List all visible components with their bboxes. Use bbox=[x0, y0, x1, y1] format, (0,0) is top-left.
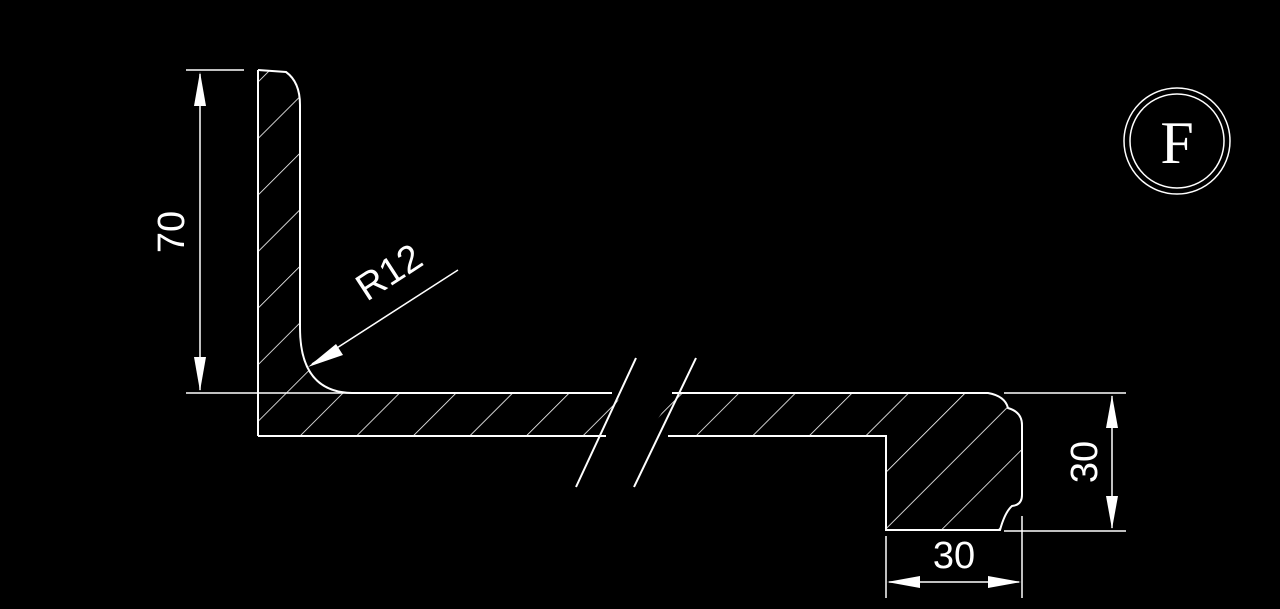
dimension-height-label: 70 bbox=[151, 211, 193, 253]
break-gap bbox=[588, 386, 680, 445]
break-line-left bbox=[575, 357, 637, 488]
dimension-height: 70 bbox=[151, 69, 988, 394]
section-hatch bbox=[258, 70, 1022, 530]
dimension-step-width-label: 30 bbox=[933, 535, 975, 577]
dimension-step-height: 30 bbox=[1004, 392, 1126, 532]
dimension-step-height-label: 30 bbox=[1064, 441, 1106, 483]
dimension-step-width: 30 bbox=[885, 516, 1023, 598]
section-badge: F bbox=[1123, 87, 1231, 195]
section-badge-label: F bbox=[1160, 110, 1193, 176]
break-line-right bbox=[633, 357, 697, 488]
dimension-radius: R12 bbox=[308, 236, 459, 367]
dimension-radius-label: R12 bbox=[349, 236, 430, 309]
